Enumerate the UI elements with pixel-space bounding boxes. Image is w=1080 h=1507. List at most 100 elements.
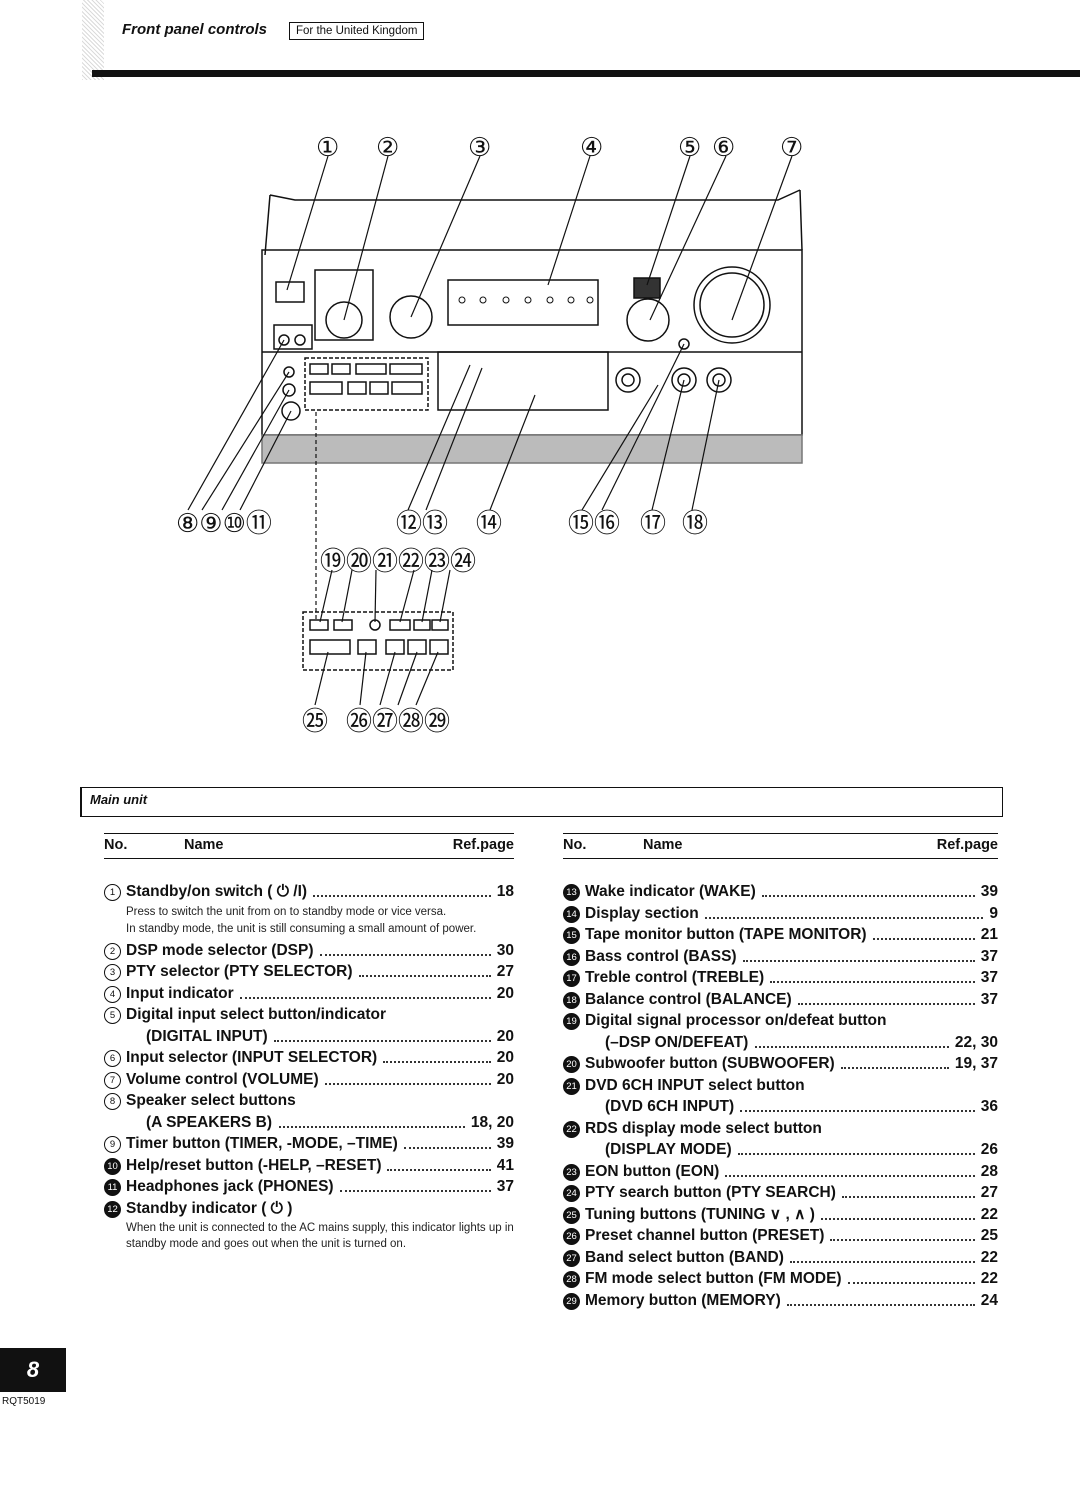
leader-dots bbox=[239, 996, 491, 999]
item-name: DSP mode selector (DSP) bbox=[126, 941, 314, 959]
item-note: When the unit is connected to the AC mai… bbox=[126, 1222, 514, 1250]
callout-8-11: ⑧⑨⑩⑪ bbox=[176, 509, 272, 539]
item-number: 6 bbox=[104, 1050, 121, 1067]
header-name: Name bbox=[643, 837, 683, 853]
item-name: FM mode select button (FM MODE) bbox=[585, 1270, 842, 1287]
item-number: 25 bbox=[563, 1206, 580, 1224]
leader-dots bbox=[797, 1002, 975, 1005]
item-ref-page: 21 bbox=[980, 926, 998, 943]
item-ref-page: 24 bbox=[980, 1291, 998, 1309]
leader-dots bbox=[359, 975, 491, 977]
header-no: No. bbox=[104, 837, 128, 853]
item-name: Treble control (TREBLE) bbox=[585, 969, 765, 986]
item-number: 11 bbox=[104, 1179, 121, 1196]
item-name: DVD 6CH INPUT select button bbox=[585, 1076, 805, 1094]
item-number: 4 bbox=[104, 985, 121, 1003]
callout-18: ⑱ bbox=[682, 509, 708, 539]
item-ref-page: 28 bbox=[980, 1162, 998, 1180]
section-header: Main unit bbox=[80, 787, 1003, 817]
item-ref-page: 37 bbox=[980, 990, 998, 1008]
item-number: 8 bbox=[104, 1093, 121, 1110]
right-column: No. Name Ref.page 13 Wake indicator (WAKE… bbox=[563, 833, 998, 1311]
callout-7: ⑦ bbox=[780, 133, 803, 163]
callout-14: ⑭ bbox=[476, 509, 502, 539]
callout-2: ② bbox=[376, 133, 399, 163]
column-header: No. Name Ref.page bbox=[563, 833, 998, 859]
item-number: 13 bbox=[563, 884, 580, 901]
callout-5: ⑤ bbox=[678, 133, 701, 163]
document-code: RQT5019 bbox=[2, 1396, 46, 1407]
item-number: 7 bbox=[104, 1071, 121, 1089]
item-note: Press to switch the unit from on to stan… bbox=[126, 905, 447, 918]
item-number: 10 bbox=[104, 1157, 121, 1175]
list-item: (DVD 6CH INPUT)36 bbox=[563, 1096, 998, 1118]
item-number: 17 bbox=[563, 970, 580, 987]
item-name: Timer button (TIMER, -MODE, –TIME) bbox=[126, 1135, 398, 1152]
item-number: 18 bbox=[563, 991, 580, 1009]
item-ref-page: 37 bbox=[980, 969, 998, 986]
leader-dots bbox=[383, 1061, 491, 1063]
leader-dots bbox=[742, 959, 975, 962]
leader-dots bbox=[704, 916, 984, 919]
item-ref-page: 19, 37 bbox=[954, 1055, 998, 1072]
item-ref-page: 39 bbox=[496, 1135, 514, 1152]
item-number: 27 bbox=[563, 1249, 580, 1267]
leader-dots bbox=[786, 1303, 975, 1306]
header-rule bbox=[92, 70, 1080, 77]
item-name: Input indicator bbox=[126, 984, 234, 1002]
page-number: 8 bbox=[0, 1348, 66, 1392]
leader-dots bbox=[840, 1067, 949, 1069]
item-ref-page: 20 bbox=[496, 984, 514, 1002]
item-ref-page: 36 bbox=[980, 1098, 998, 1115]
item-name: Headphones jack (PHONES) bbox=[126, 1178, 334, 1195]
list-item: (DIGITAL INPUT)20 bbox=[104, 1026, 514, 1048]
item-ref-page: 37 bbox=[980, 947, 998, 965]
item-name: Speaker select buttons bbox=[126, 1092, 296, 1109]
leader-dots bbox=[847, 1282, 975, 1284]
item-name: Standby indicator ( ⏻ ) bbox=[126, 1199, 293, 1217]
item-number: 3 bbox=[104, 964, 121, 981]
item-number: 12 bbox=[104, 1200, 121, 1218]
leader-dots bbox=[725, 1174, 975, 1177]
callout-12-13: ⑫⑬ bbox=[396, 509, 448, 539]
item-name: Wake indicator (WAKE) bbox=[585, 883, 756, 900]
list-item: 4 Input indicator 20 bbox=[104, 983, 514, 1005]
item-number: 24 bbox=[563, 1185, 580, 1202]
item-number: 21 bbox=[563, 1077, 580, 1095]
item-name: (A SPEAKERS B) bbox=[146, 1113, 273, 1131]
item-name: Help/reset button (-HELP, –RESET) bbox=[126, 1156, 382, 1174]
item-ref-page: 20 bbox=[496, 1070, 514, 1088]
item-name: Preset channel button (PRESET) bbox=[585, 1227, 825, 1244]
item-name: (DIGITAL INPUT) bbox=[146, 1027, 268, 1045]
item-number: 15 bbox=[563, 927, 580, 944]
leader-dots bbox=[872, 938, 975, 940]
item-number: 22 bbox=[563, 1120, 580, 1138]
item-name: Balance control (BALANCE) bbox=[585, 990, 792, 1008]
item-name: Band select button (BAND) bbox=[585, 1248, 784, 1266]
list-item: 12 Standby indicator ( ⏻ ) bbox=[104, 1198, 514, 1220]
leader-dots bbox=[789, 1260, 975, 1263]
item-ref-page: 39 bbox=[980, 883, 998, 900]
item-ref-page: 22 bbox=[980, 1205, 998, 1223]
list-item: 18 Balance control (BALANCE) 37 bbox=[563, 989, 998, 1011]
item-number: 2 bbox=[104, 942, 121, 960]
list-item: 8 Speaker select buttons bbox=[104, 1090, 514, 1112]
column-header: No. Name Ref.page bbox=[104, 833, 514, 859]
callout-17: ⑰ bbox=[640, 509, 666, 539]
leader-dots bbox=[387, 1168, 491, 1171]
callout-3: ③ bbox=[468, 133, 491, 163]
item-ref-page: 27 bbox=[980, 1184, 998, 1201]
header-ref: Ref.page bbox=[452, 837, 514, 853]
list-item: (DISPLAY MODE)26 bbox=[563, 1139, 998, 1161]
header-texture bbox=[82, 0, 104, 80]
item-number: 29 bbox=[563, 1292, 580, 1310]
list-item: 21 DVD 6CH INPUT select button bbox=[563, 1075, 998, 1097]
